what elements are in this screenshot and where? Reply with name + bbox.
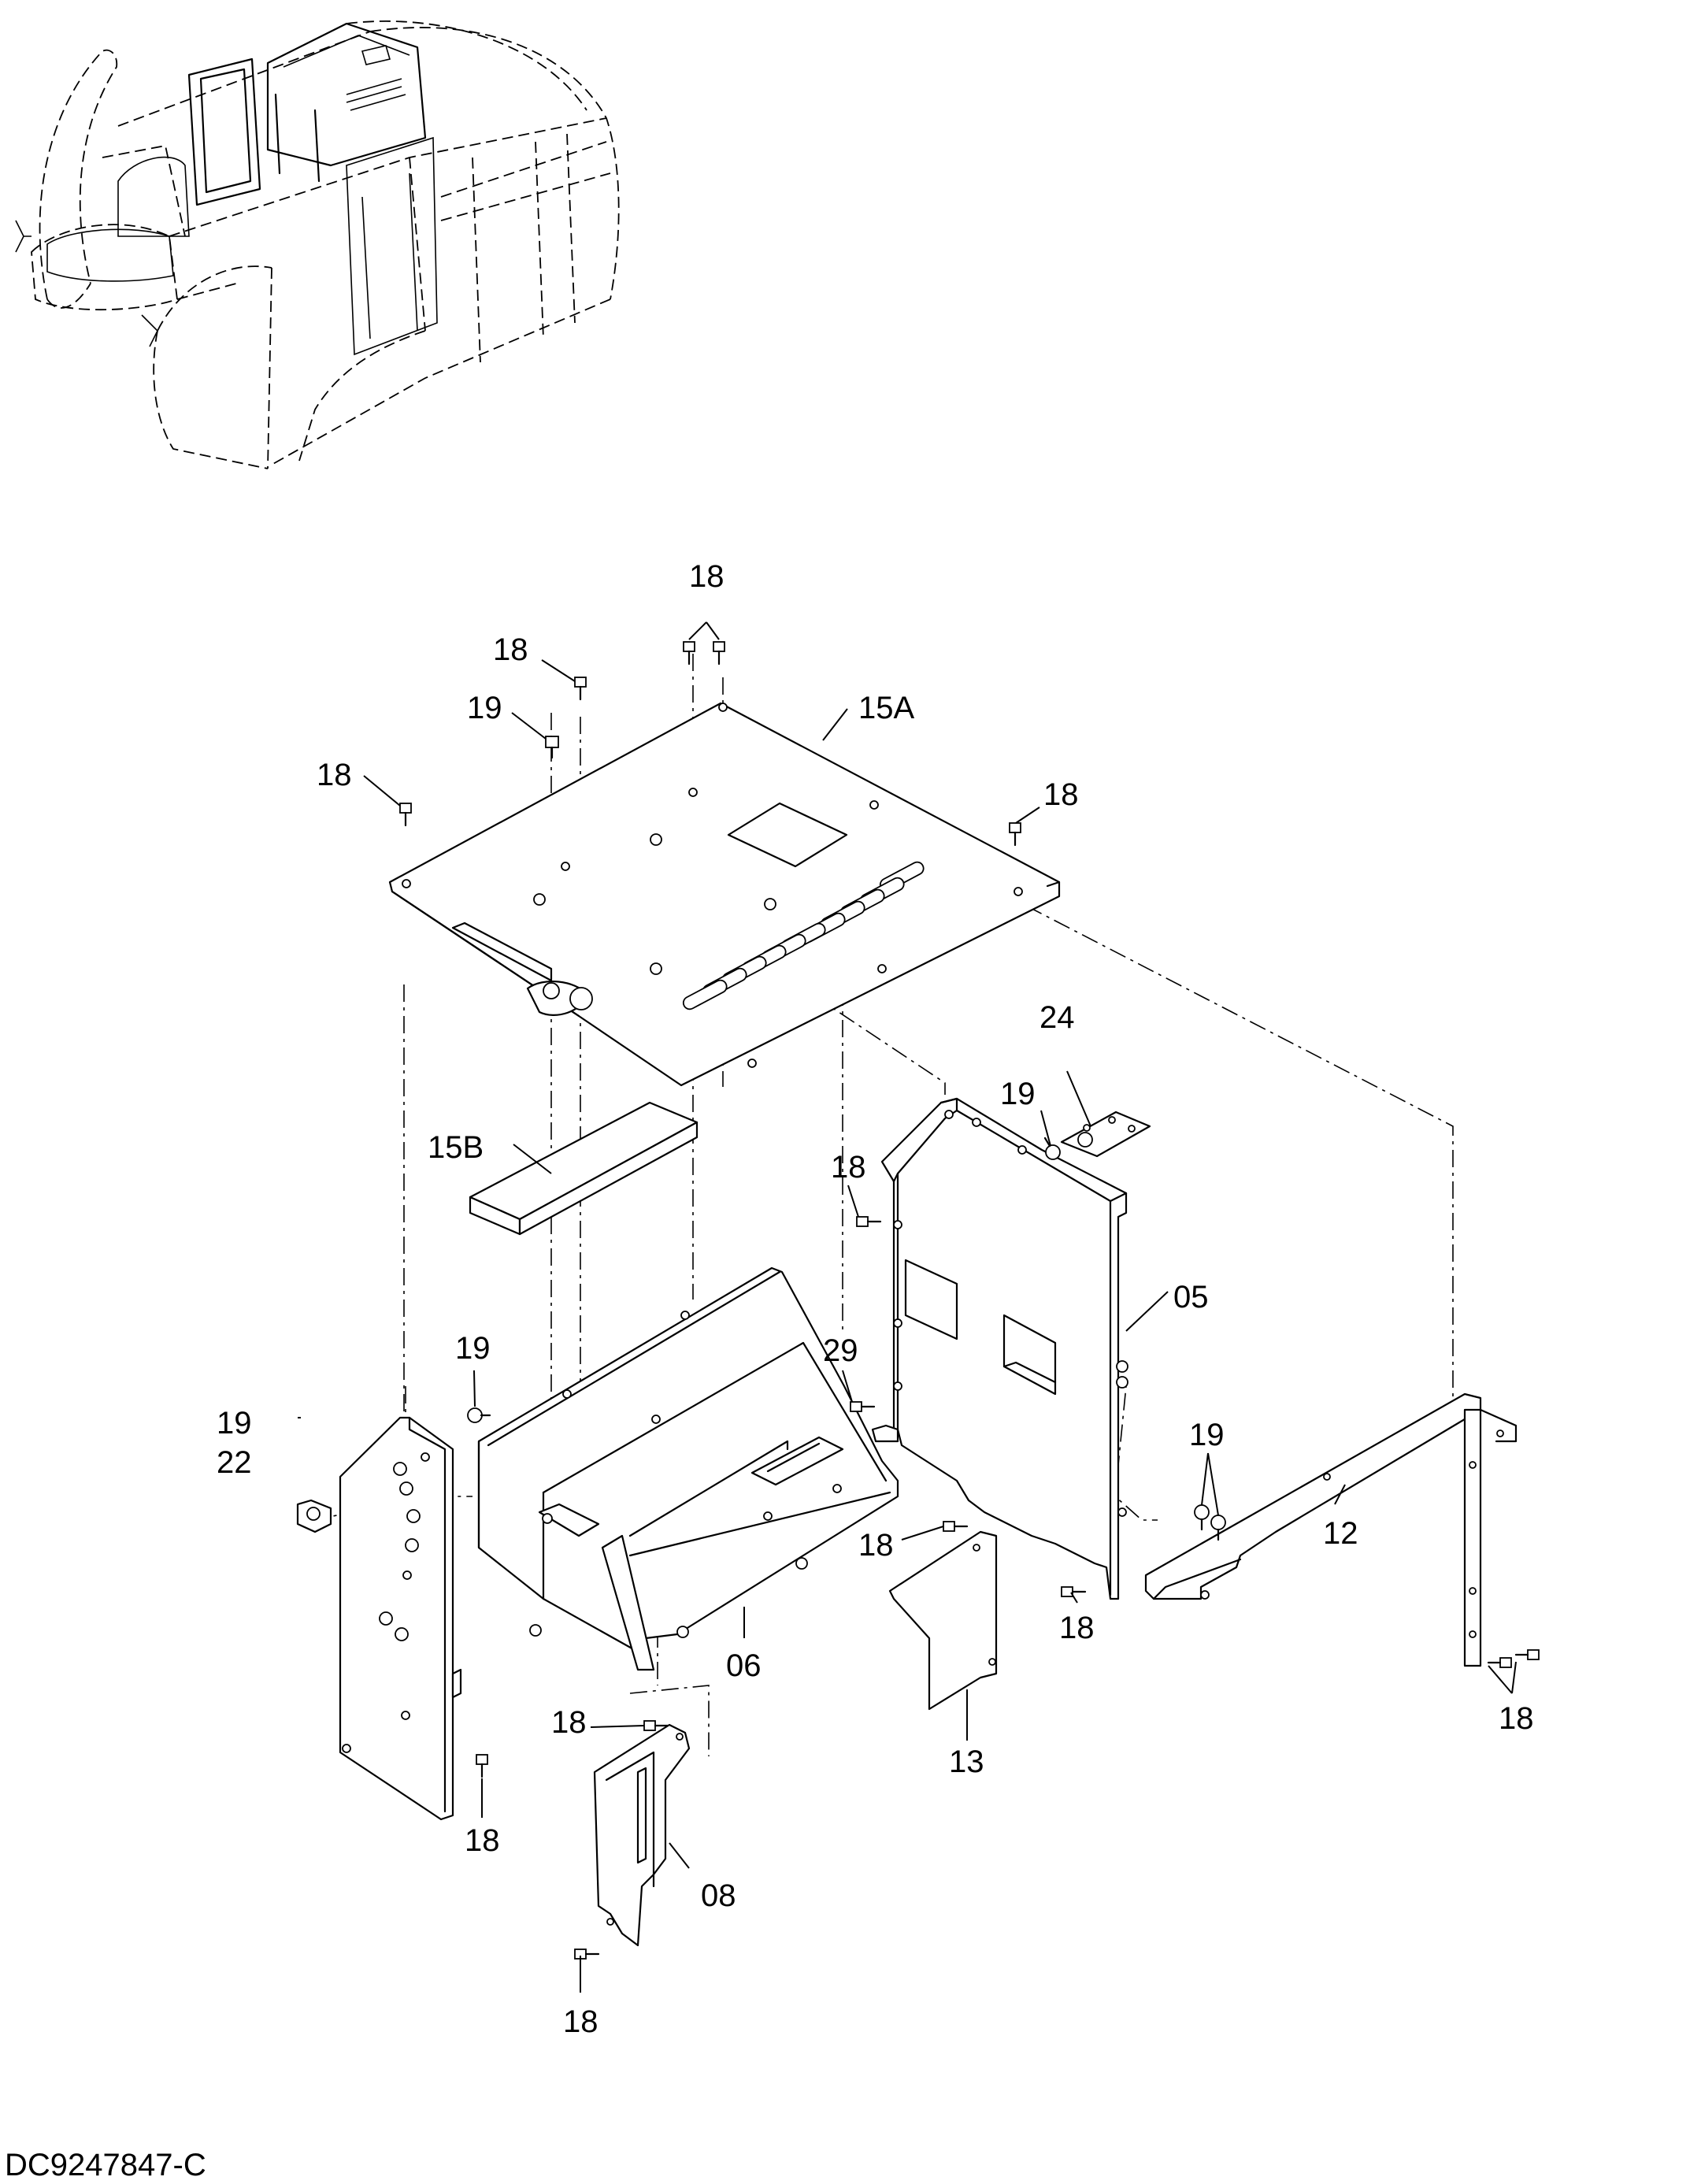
bolt-19	[1194, 1504, 1210, 1531]
bolt-18	[1487, 1657, 1512, 1668]
callout-18-box: 18	[858, 1528, 894, 1563]
part-05-side-frame	[871, 1097, 1128, 1600]
callout-18-left: 18	[317, 758, 352, 792]
bolt-18	[1514, 1649, 1540, 1660]
bolt-29	[850, 1401, 876, 1412]
bolt-19	[467, 1407, 491, 1423]
callout-18-panelleft: 18	[465, 1823, 500, 1858]
bolt-18	[574, 677, 587, 701]
callout-18-top-pair: 18	[689, 559, 724, 594]
callout-18-bracket08: 18	[551, 1705, 587, 1740]
callout-24: 24	[1040, 1000, 1075, 1035]
bolt-18	[943, 1521, 969, 1532]
callout-18-bottom: 18	[563, 2004, 598, 2039]
bolt-19	[545, 736, 559, 759]
part-08-bracket	[593, 1723, 691, 1947]
callout-18-05bottom: 18	[1059, 1611, 1095, 1645]
callout-19-left: 19	[217, 1406, 252, 1441]
callout-leaders	[298, 621, 1517, 1993]
part-22-left-panel	[296, 1416, 462, 1821]
callout-18-top-left: 18	[493, 632, 528, 667]
callout-15B: 15B	[428, 1130, 484, 1165]
drawing-number: DC9247847-C	[5, 2148, 206, 2182]
part-15B-pad	[469, 1101, 699, 1236]
callout-19-top: 19	[467, 691, 502, 725]
callout-19-right: 19	[1189, 1418, 1225, 1452]
bolt-18	[476, 1754, 488, 1778]
callout-22: 22	[217, 1445, 252, 1480]
callout-18-farright: 18	[1499, 1701, 1534, 1736]
callout-18-panel05: 18	[831, 1150, 866, 1185]
callout-18-right: 18	[1043, 777, 1079, 812]
bolt-18	[683, 641, 695, 666]
bolt-19	[1043, 1136, 1061, 1160]
bolt-18	[713, 641, 725, 666]
part-15A-top-plate	[388, 702, 1061, 1087]
slot-row	[682, 861, 925, 1010]
part-06-box	[477, 1266, 899, 1671]
bolt-18	[399, 803, 412, 827]
part-12-angle-bracket	[1144, 1392, 1518, 1667]
cab-location-overview	[15, 20, 620, 469]
callout-15A: 15A	[858, 691, 914, 725]
bolt-18	[574, 1949, 600, 1960]
callout-12: 12	[1323, 1516, 1358, 1551]
bolt-18	[856, 1216, 882, 1227]
callout-06: 06	[726, 1648, 762, 1683]
callout-05: 05	[1173, 1280, 1209, 1314]
bolt-19	[1210, 1515, 1226, 1541]
part-13-plate	[888, 1530, 998, 1711]
bolt-18	[1009, 822, 1021, 847]
callout-19-leftmid: 19	[455, 1331, 491, 1366]
callout-13: 13	[949, 1745, 984, 1779]
callout-08: 08	[701, 1878, 736, 1913]
callout-29: 29	[823, 1333, 858, 1368]
bolt-18	[1061, 1586, 1087, 1597]
callout-19-mid: 19	[1000, 1077, 1036, 1111]
callout-labels: 18 18 19 18 15A 18 24 19 15B 18 05 19 29…	[217, 559, 1534, 2039]
part-24-plate	[1060, 1111, 1151, 1158]
